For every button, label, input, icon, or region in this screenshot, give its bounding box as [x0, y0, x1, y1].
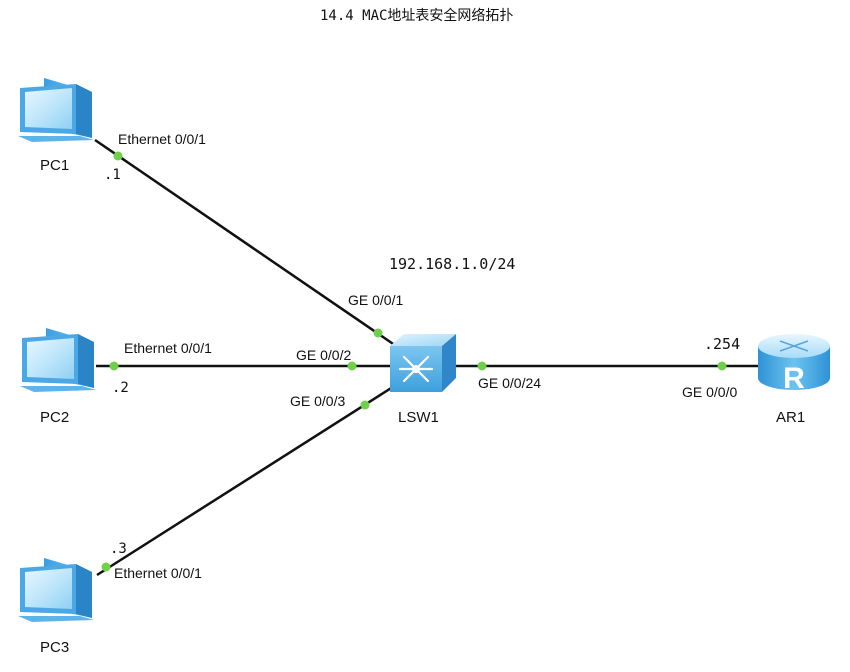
pc1-name: PC1: [40, 157, 70, 174]
link-pc1-lsw1: [94, 138, 403, 352]
lsw1-port-ge001: GE 0/0/1: [348, 292, 404, 308]
router-icon[interactable]: R: [758, 334, 830, 395]
lsw1-port-ge0024: GE 0/0/24: [478, 375, 542, 391]
port-dot-lsw1-ge003: [360, 400, 370, 410]
desktop-computer-icon[interactable]: [20, 328, 96, 392]
port-dot-lsw1-ge002: [347, 361, 357, 371]
pc1-host-label: .1: [104, 167, 121, 183]
network-label: 192.168.1.0/24: [389, 255, 516, 273]
port-dot-pc1-eth: [113, 151, 123, 161]
desktop-computer-icon[interactable]: [18, 78, 94, 142]
port-dot-lsw1-ge001: [373, 328, 383, 338]
link-pc3-lsw1: [96, 383, 397, 577]
pc2-host-label: .2: [112, 380, 129, 396]
pc2-name: PC2: [40, 409, 70, 426]
lsw1-port-ge002: GE 0/0/2: [296, 347, 352, 363]
ar1-host-label: .254: [704, 335, 741, 353]
pc2-port-label: Ethernet 0/0/1: [124, 340, 212, 356]
port-dot-pc3-eth: [101, 562, 111, 572]
ar1-port-label: GE 0/0/0: [682, 384, 738, 400]
pc3-name: PC3: [40, 639, 70, 656]
pc3-port-label: Ethernet 0/0/1: [114, 565, 202, 581]
port-dot-lsw1-ge0024: [477, 361, 487, 371]
desktop-computer-icon[interactable]: [18, 558, 94, 622]
layer3-switch-icon[interactable]: [390, 334, 456, 392]
lsw1-name: LSW1: [398, 409, 439, 426]
port-dot-ar1-ge000: [717, 361, 727, 371]
ar1-name: AR1: [776, 409, 806, 426]
pc3-host-label: .3: [110, 541, 127, 557]
diagram-title: 14.4 MAC地址表安全网络拓扑: [320, 8, 514, 24]
pc1-port-label: Ethernet 0/0/1: [118, 131, 206, 147]
port-dot-pc2-eth: [109, 361, 119, 371]
lsw1-port-ge003: GE 0/0/3: [290, 393, 346, 409]
svg-text:R: R: [783, 362, 805, 395]
